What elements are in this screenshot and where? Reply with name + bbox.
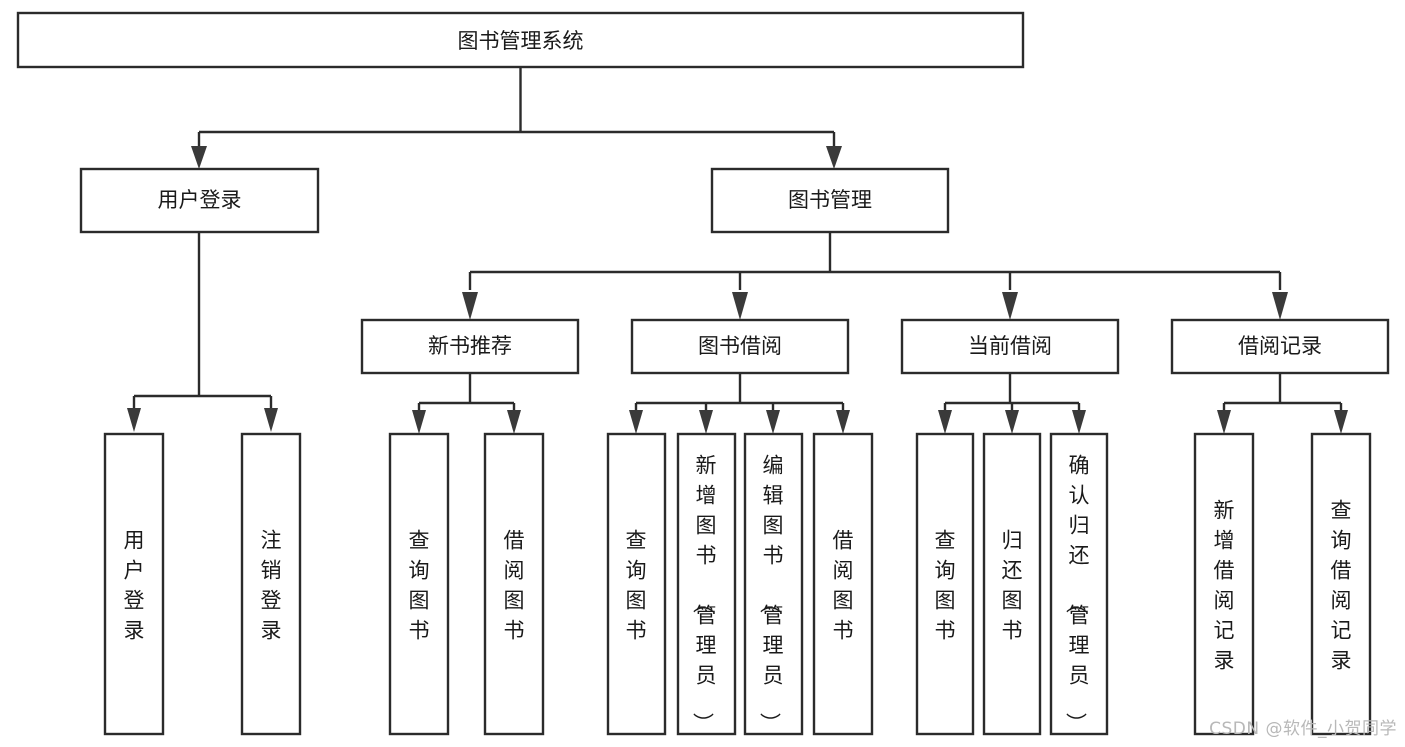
leaf-query-books-3[interactable]: 查询图书 xyxy=(915,432,975,736)
leaf-borrow-books-2-label: 借阅图书 xyxy=(833,528,854,642)
arrow-icon-book-borrow-leaf-2 xyxy=(699,410,713,434)
leaf-confirm-return-admin-box[interactable] xyxy=(1049,432,1109,736)
arrow-icon-book-mgmt-to-new-books xyxy=(462,292,478,320)
node-user-login-label: 用户登录 xyxy=(158,188,242,212)
leaf-add-book-admin-label: 新增图书（管理员） xyxy=(691,453,717,733)
node-root-box[interactable] xyxy=(16,11,1025,69)
leaf-edit-book-admin-box[interactable] xyxy=(743,432,804,736)
node-book-management-label: 图书管理 xyxy=(788,188,872,212)
leaf-query-books-3-label: 查询图书 xyxy=(935,528,956,642)
leaf-query-books-2-label: 查询图书 xyxy=(626,528,647,642)
node-borrowing-records-label: 借阅记录 xyxy=(1238,334,1322,358)
connector-group-user-login xyxy=(127,232,278,432)
node-root[interactable]: 图书管理系统 xyxy=(16,11,1025,69)
node-root-label: 图书管理系统 xyxy=(458,29,584,53)
leaf-query-books-3-box[interactable] xyxy=(915,432,975,736)
leaf-query-books-1-label: 查询图书 xyxy=(409,528,430,642)
leaf-edit-book-admin[interactable]: 编辑图书（管理员） xyxy=(743,432,804,736)
leaf-borrow-books-1[interactable]: 借阅图书 xyxy=(483,432,545,736)
arrow-icon-book-mgmt-to-current xyxy=(1002,292,1018,320)
connector-group-current-borrow xyxy=(938,373,1086,434)
leaf-confirm-return-admin[interactable]: 确认归还（管理员） xyxy=(1049,432,1109,736)
arrow-icon-user-login-leaf-1 xyxy=(127,408,141,432)
node-current-borrowing-box[interactable] xyxy=(900,318,1120,375)
leaf-logout-label: 注销登录 xyxy=(261,528,282,642)
csdn-watermark: CSDN @软件_小贺同学 xyxy=(1209,719,1397,739)
leaf-logout-box[interactable] xyxy=(240,432,302,736)
arrow-icon-current-borrow-leaf-3 xyxy=(1072,410,1086,434)
arrow-icon-book-mgmt-to-borrow xyxy=(732,292,748,320)
arrow-icon-book-borrow-leaf-4 xyxy=(836,410,850,434)
connector-group-borrow-records xyxy=(1217,373,1348,434)
leaf-return-books[interactable]: 归还图书 xyxy=(982,432,1042,736)
arrow-icon-user-login-leaf-2 xyxy=(264,408,278,432)
leaf-query-books-1-box[interactable] xyxy=(388,432,450,736)
connector-group-book-borrow xyxy=(629,373,850,434)
leaf-user-login[interactable]: 用户登录 xyxy=(103,432,165,736)
arrow-icon-new-books-leaf-2 xyxy=(507,410,521,434)
node-borrowing-records-box[interactable] xyxy=(1170,318,1390,375)
leaf-confirm-return-admin-label: 确认归还（管理员） xyxy=(1064,453,1090,733)
leaf-add-borrow-record-box[interactable] xyxy=(1193,432,1255,736)
leaf-return-books-label: 归还图书 xyxy=(1002,528,1023,642)
leaf-query-books-2[interactable]: 查询图书 xyxy=(606,432,667,736)
node-book-borrowing-label: 图书借阅 xyxy=(698,334,782,358)
node-book-management[interactable]: 图书管理 xyxy=(710,167,950,234)
arrow-icon-book-mgmt-to-records xyxy=(1272,292,1288,320)
arrow-icon-book-borrow-leaf-1 xyxy=(629,410,643,434)
node-new-book-recommend[interactable]: 新书推荐 xyxy=(360,318,580,375)
arrow-icon-new-books-leaf-1 xyxy=(412,410,426,434)
leaf-query-books-2-box[interactable] xyxy=(606,432,667,736)
arrow-icon-root-to-user-login xyxy=(191,146,207,169)
node-current-borrowing-label: 当前借阅 xyxy=(968,334,1052,358)
node-new-book-recommend-label: 新书推荐 xyxy=(428,334,512,358)
leaf-add-book-admin[interactable]: 新增图书（管理员） xyxy=(676,432,737,736)
leaf-add-borrow-record-label: 新增借阅记录 xyxy=(1214,498,1235,672)
arrow-icon-book-borrow-leaf-3 xyxy=(766,410,780,434)
leaf-logout[interactable]: 注销登录 xyxy=(240,432,302,736)
connector-group-book-mgmt xyxy=(462,232,1288,320)
node-book-borrowing-box[interactable] xyxy=(630,318,850,375)
node-new-book-recommend-box[interactable] xyxy=(360,318,580,375)
leaf-add-book-admin-box[interactable] xyxy=(676,432,737,736)
arrow-icon-current-borrow-leaf-1 xyxy=(938,410,952,434)
leaf-borrow-books-2[interactable]: 借阅图书 xyxy=(812,432,874,736)
node-user-login[interactable]: 用户登录 xyxy=(79,167,320,234)
leaf-return-books-box[interactable] xyxy=(982,432,1042,736)
arrow-icon-root-to-book-mgmt xyxy=(826,146,842,169)
arrow-icon-current-borrow-leaf-2 xyxy=(1005,410,1019,434)
leaf-borrow-books-1-label: 借阅图书 xyxy=(504,528,525,642)
leaf-query-books-1[interactable]: 查询图书 xyxy=(388,432,450,736)
leaf-query-borrow-record-box[interactable] xyxy=(1310,432,1372,736)
node-borrowing-records[interactable]: 借阅记录 xyxy=(1170,318,1390,375)
leaf-borrow-books-1-box[interactable] xyxy=(483,432,545,736)
node-book-management-box[interactable] xyxy=(710,167,950,234)
leaf-add-borrow-record[interactable]: 新增借阅记录 xyxy=(1193,432,1255,736)
leaf-edit-book-admin-label: 编辑图书（管理员） xyxy=(758,453,784,733)
leaf-user-login-box[interactable] xyxy=(103,432,165,736)
arrow-icon-borrow-records-leaf-1 xyxy=(1217,410,1231,434)
leaf-query-borrow-record[interactable]: 查询借阅记录 xyxy=(1310,432,1372,736)
connector-group-new-books xyxy=(412,373,521,434)
leaf-user-login-label: 用户登录 xyxy=(124,528,145,642)
node-book-borrowing[interactable]: 图书借阅 xyxy=(630,318,850,375)
leaf-borrow-books-2-box[interactable] xyxy=(812,432,874,736)
arrow-icon-borrow-records-leaf-2 xyxy=(1334,410,1348,434)
node-current-borrowing[interactable]: 当前借阅 xyxy=(900,318,1120,375)
node-user-login-box[interactable] xyxy=(79,167,320,234)
leaf-query-borrow-record-label: 查询借阅记录 xyxy=(1331,498,1352,672)
connector-group-root xyxy=(191,67,842,169)
